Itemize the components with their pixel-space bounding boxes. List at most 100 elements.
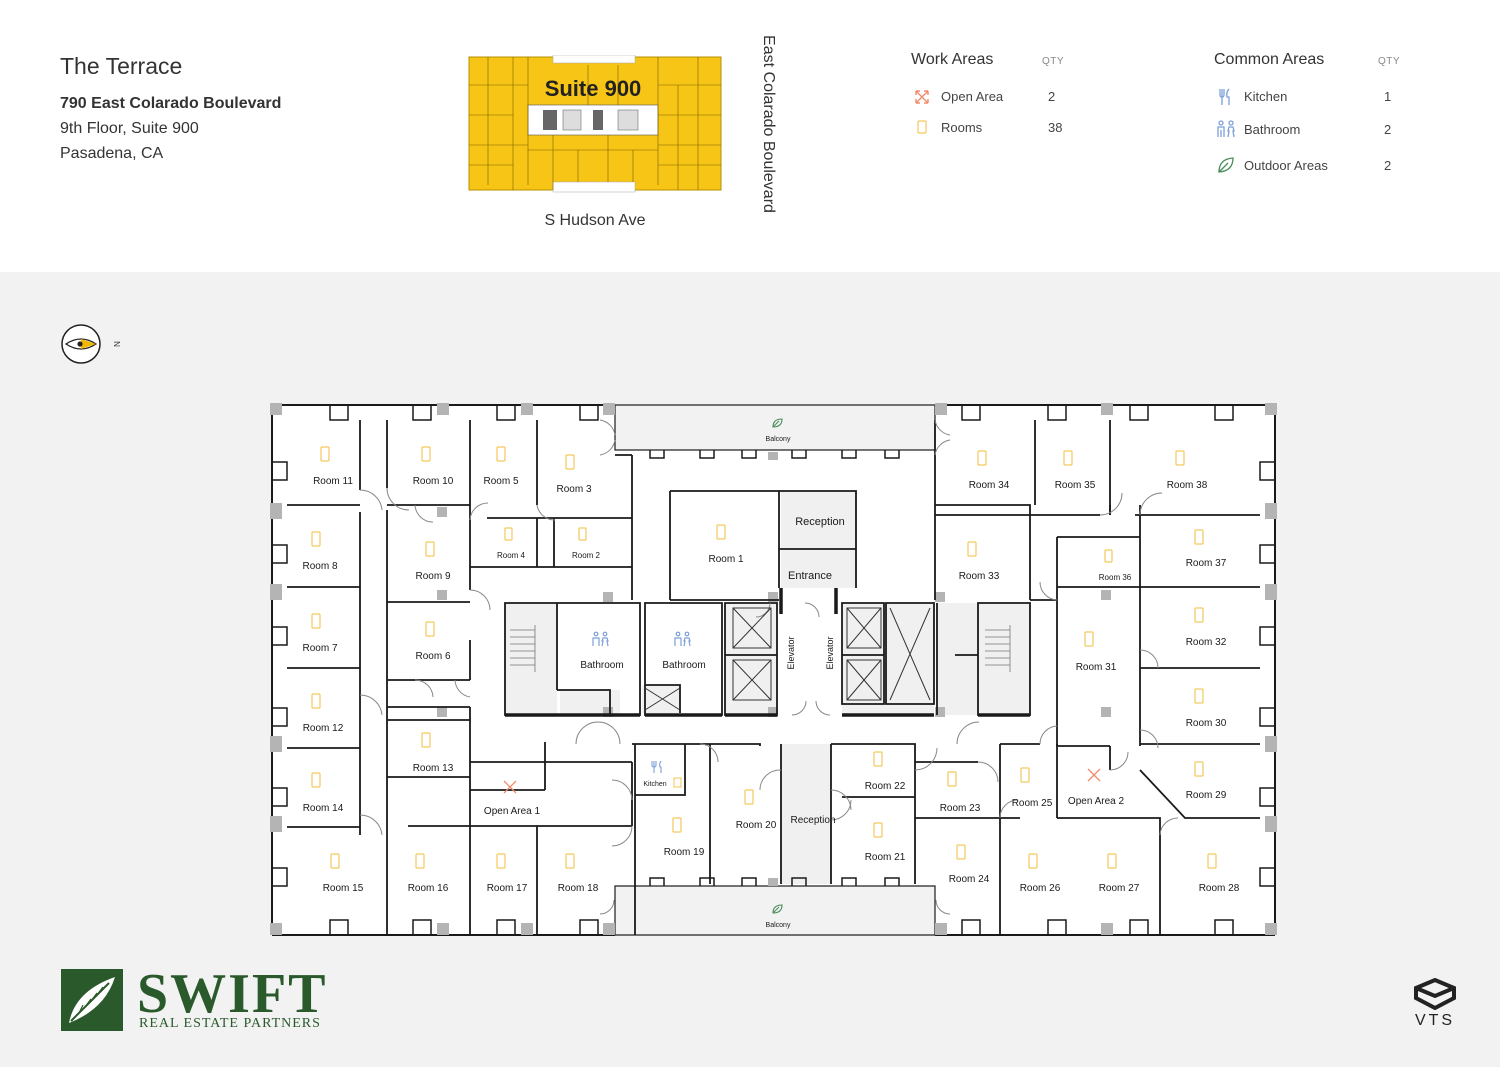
room-icon bbox=[917, 120, 927, 134]
stair-east bbox=[978, 603, 1030, 715]
kitchen-label: Kitchen bbox=[643, 781, 666, 788]
reception-top-label: Reception bbox=[795, 516, 845, 528]
open-area-icons bbox=[503, 768, 1101, 794]
room-4-label: Room 4 bbox=[497, 551, 526, 560]
compass-needle bbox=[81, 339, 96, 349]
room-35-label: Room 35 bbox=[1055, 480, 1096, 491]
room-icons bbox=[311, 446, 1217, 869]
balcony-leaf-icons bbox=[772, 418, 783, 914]
reception-area-bottom bbox=[781, 744, 831, 884]
legend-bathroom-label: Bathroom bbox=[1244, 122, 1301, 137]
balcony-north-label: Balcony bbox=[766, 436, 791, 443]
room-26-label: Room 26 bbox=[1020, 883, 1061, 894]
entrance-label: Entrance bbox=[788, 570, 832, 582]
room-13-label: Room 13 bbox=[413, 763, 454, 774]
compass-north-label: N bbox=[112, 341, 121, 347]
legend-rooms-qty: 38 bbox=[1048, 120, 1063, 135]
building-title: The Terrace bbox=[60, 53, 183, 79]
room-7-label: Room 7 bbox=[302, 643, 337, 654]
bathroom-1-label: Bathroom bbox=[580, 660, 623, 671]
swift-logo-subtitle: REAL ESTATE PARTNERS bbox=[139, 1016, 321, 1031]
elevator-east-label: Elevator bbox=[825, 636, 835, 669]
legend-bathroom-qty: 2 bbox=[1384, 122, 1392, 137]
room-32-label: Room 32 bbox=[1186, 637, 1227, 648]
entrance-area bbox=[781, 550, 856, 588]
vts-logo-mark bbox=[1414, 978, 1456, 1010]
room-9-label: Room 9 bbox=[415, 571, 450, 582]
room-16-label: Room 16 bbox=[408, 883, 449, 894]
room-18-label: Room 18 bbox=[558, 883, 599, 894]
room-1-label: Room 1 bbox=[708, 554, 743, 565]
open-area-2-label: Open Area 2 bbox=[1068, 796, 1125, 807]
legend-work-qty-header: QTY bbox=[1042, 56, 1065, 67]
legend-outdoor-qty: 2 bbox=[1384, 158, 1392, 173]
building-address: 790 East Colarado Boulevard bbox=[60, 95, 282, 112]
swift-logo-word: SWIFT bbox=[137, 963, 328, 1025]
open-area-1-label: Open Area 1 bbox=[484, 806, 541, 817]
elevator-core-west bbox=[725, 603, 777, 715]
vts-logo-word: VTS bbox=[1414, 1012, 1456, 1029]
legend-kitchen-qty: 1 bbox=[1384, 89, 1392, 104]
room-30-label: Room 30 bbox=[1186, 718, 1227, 729]
reception-area-top bbox=[781, 491, 856, 549]
kitchen-icon bbox=[1219, 88, 1230, 105]
elevator-west-label: Elevator bbox=[786, 636, 796, 669]
room-12-label: Room 12 bbox=[303, 723, 344, 734]
legend-open-area-label: Open Area bbox=[941, 89, 1004, 104]
balcony-south-label: Balcony bbox=[766, 922, 791, 929]
leaf-icon bbox=[1218, 157, 1234, 173]
room-38-label: Room 38 bbox=[1167, 480, 1208, 491]
bathroom-icons bbox=[592, 631, 691, 647]
legend-kitchen-label: Kitchen bbox=[1244, 89, 1288, 104]
interior-walls bbox=[287, 420, 1260, 935]
room-6-label: Room 6 bbox=[415, 651, 450, 662]
stairs bbox=[510, 625, 1011, 672]
room-17-label: Room 17 bbox=[487, 883, 528, 894]
legend-outdoor-label: Outdoor Areas bbox=[1244, 158, 1328, 173]
structural-columns bbox=[270, 403, 1277, 935]
room-15-label: Room 15 bbox=[323, 883, 364, 894]
room-36-label: Room 36 bbox=[1099, 573, 1132, 582]
room-25-label: Room 25 bbox=[1012, 798, 1053, 809]
room-10-label: Room 10 bbox=[413, 476, 454, 487]
room-33-label: Room 33 bbox=[959, 571, 1000, 582]
room-5-label: Room 5 bbox=[483, 476, 518, 487]
minimap-suite-label: Suite 900 bbox=[545, 76, 642, 101]
open-area-icon bbox=[915, 90, 929, 104]
bathroom-icon bbox=[1217, 120, 1235, 138]
room-8-label: Room 8 bbox=[302, 561, 337, 572]
room-29-label: Room 29 bbox=[1186, 790, 1227, 801]
suite-minimap: Suite 900 bbox=[468, 55, 722, 193]
reception-bottom-label: Reception bbox=[790, 815, 835, 826]
elevator-cars bbox=[644, 607, 931, 711]
room-27-label: Room 27 bbox=[1099, 883, 1140, 894]
room-37-label: Room 37 bbox=[1186, 558, 1227, 569]
balcony-north bbox=[614, 404, 936, 451]
room-11-label: Room 11 bbox=[313, 476, 353, 487]
stair-west bbox=[505, 603, 557, 715]
room-3-label: Room 3 bbox=[556, 484, 591, 495]
room-2-label: Room 2 bbox=[572, 551, 601, 560]
swift-logo-mark bbox=[61, 969, 123, 1031]
room-31-label: Room 31 bbox=[1076, 662, 1117, 673]
city: Pasadena, CA bbox=[60, 145, 164, 162]
bathroom-2-label: Bathroom bbox=[662, 660, 705, 671]
room-20-label: Room 20 bbox=[736, 820, 777, 831]
street-south-label: S Hudson Ave bbox=[544, 212, 646, 229]
window-notches bbox=[272, 405, 1275, 935]
room-22-label: Room 22 bbox=[865, 781, 906, 792]
room-14-label: Room 14 bbox=[303, 803, 344, 814]
room-21-label: Room 21 bbox=[865, 852, 906, 863]
floor-suite: 9th Floor, Suite 900 bbox=[60, 120, 199, 137]
room-34-label: Room 34 bbox=[969, 480, 1010, 491]
compass: N bbox=[61, 324, 121, 364]
legend-open-area-qty: 2 bbox=[1048, 89, 1056, 104]
elevator-core-east bbox=[842, 603, 934, 715]
legend-work-title: Work Areas bbox=[911, 51, 994, 68]
legend-common-qty-header: QTY bbox=[1378, 56, 1401, 67]
kitchen-icon-plan bbox=[651, 760, 682, 788]
room-23-label: Room 23 bbox=[940, 803, 981, 814]
room-24-label: Room 24 bbox=[949, 874, 990, 885]
legend-rooms-label: Rooms bbox=[941, 120, 983, 135]
